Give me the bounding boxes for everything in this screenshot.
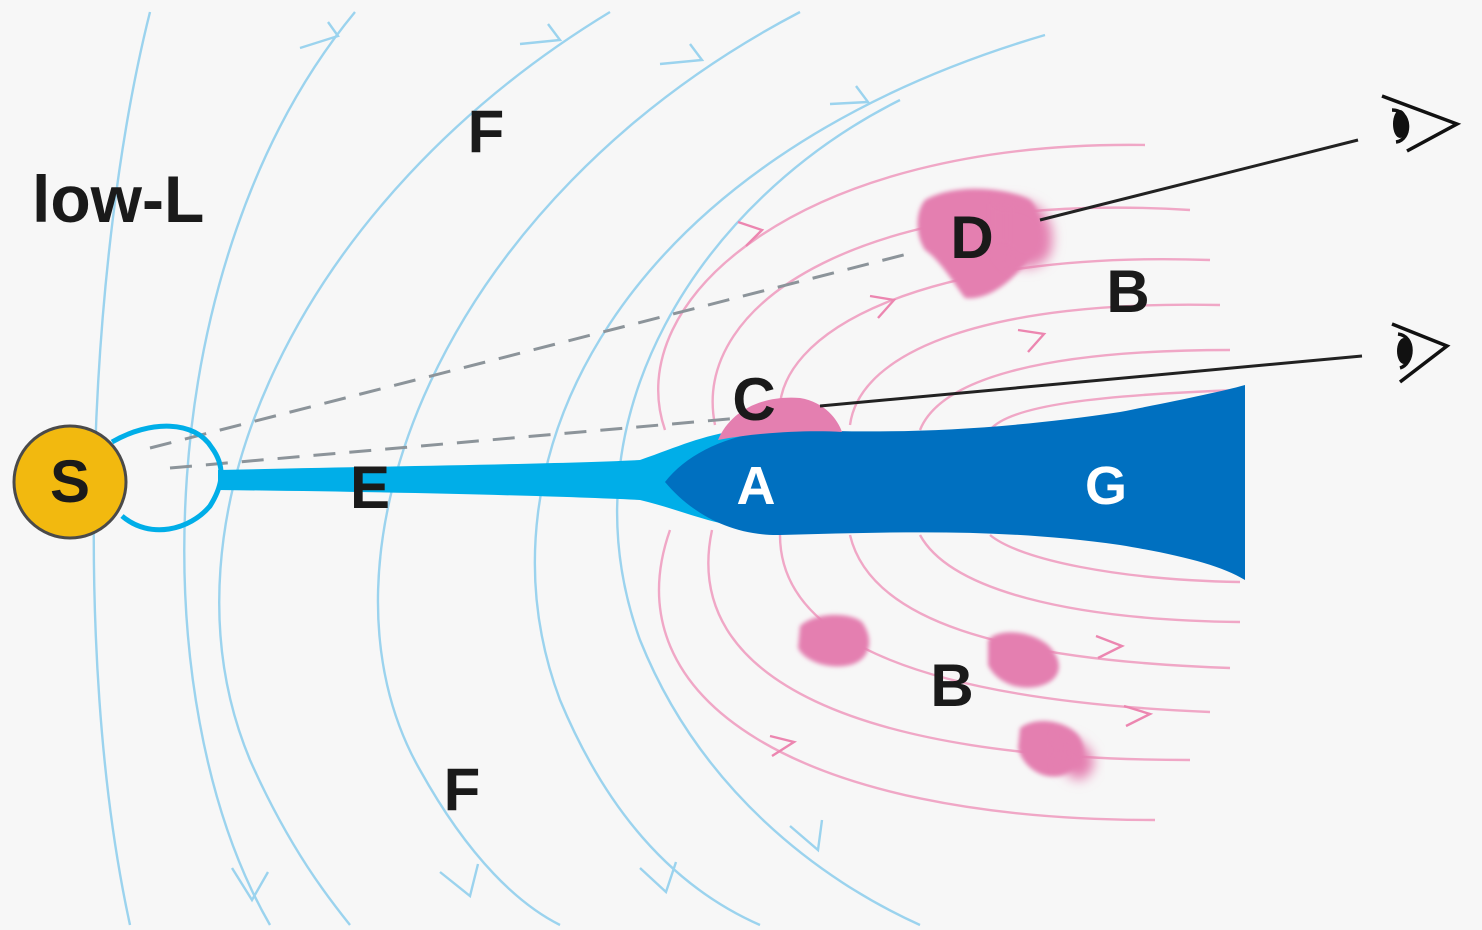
outer-field-lines <box>92 10 1046 927</box>
diagram-title: low-L <box>32 162 204 236</box>
observer-sightlines <box>819 138 1363 408</box>
label-b-lower: B <box>930 652 973 719</box>
label-s: S <box>50 448 90 515</box>
label-f-upper: F <box>468 98 505 165</box>
label-b-upper: B <box>1106 258 1149 325</box>
star-loop <box>110 423 224 533</box>
star: S <box>12 424 128 540</box>
blob-lower-1 <box>798 614 870 667</box>
inner-field-arrows <box>737 220 1154 758</box>
tail-body <box>665 385 1245 580</box>
label-e: E <box>350 454 390 521</box>
blob-c <box>718 397 842 440</box>
label-f-lower: F <box>444 756 481 823</box>
label-g: G <box>1085 456 1127 516</box>
tail-outer <box>218 430 780 530</box>
eye-icon <box>1391 322 1451 384</box>
plasma-blobs <box>718 188 1094 780</box>
label-a: A <box>737 456 776 516</box>
blob-lower-2 <box>988 632 1059 688</box>
dashed-sightlines <box>149 250 916 470</box>
label-d: D <box>950 204 993 271</box>
outer-field-arrows <box>230 21 871 903</box>
eye-icon <box>1381 94 1462 153</box>
label-c: C <box>732 366 775 433</box>
